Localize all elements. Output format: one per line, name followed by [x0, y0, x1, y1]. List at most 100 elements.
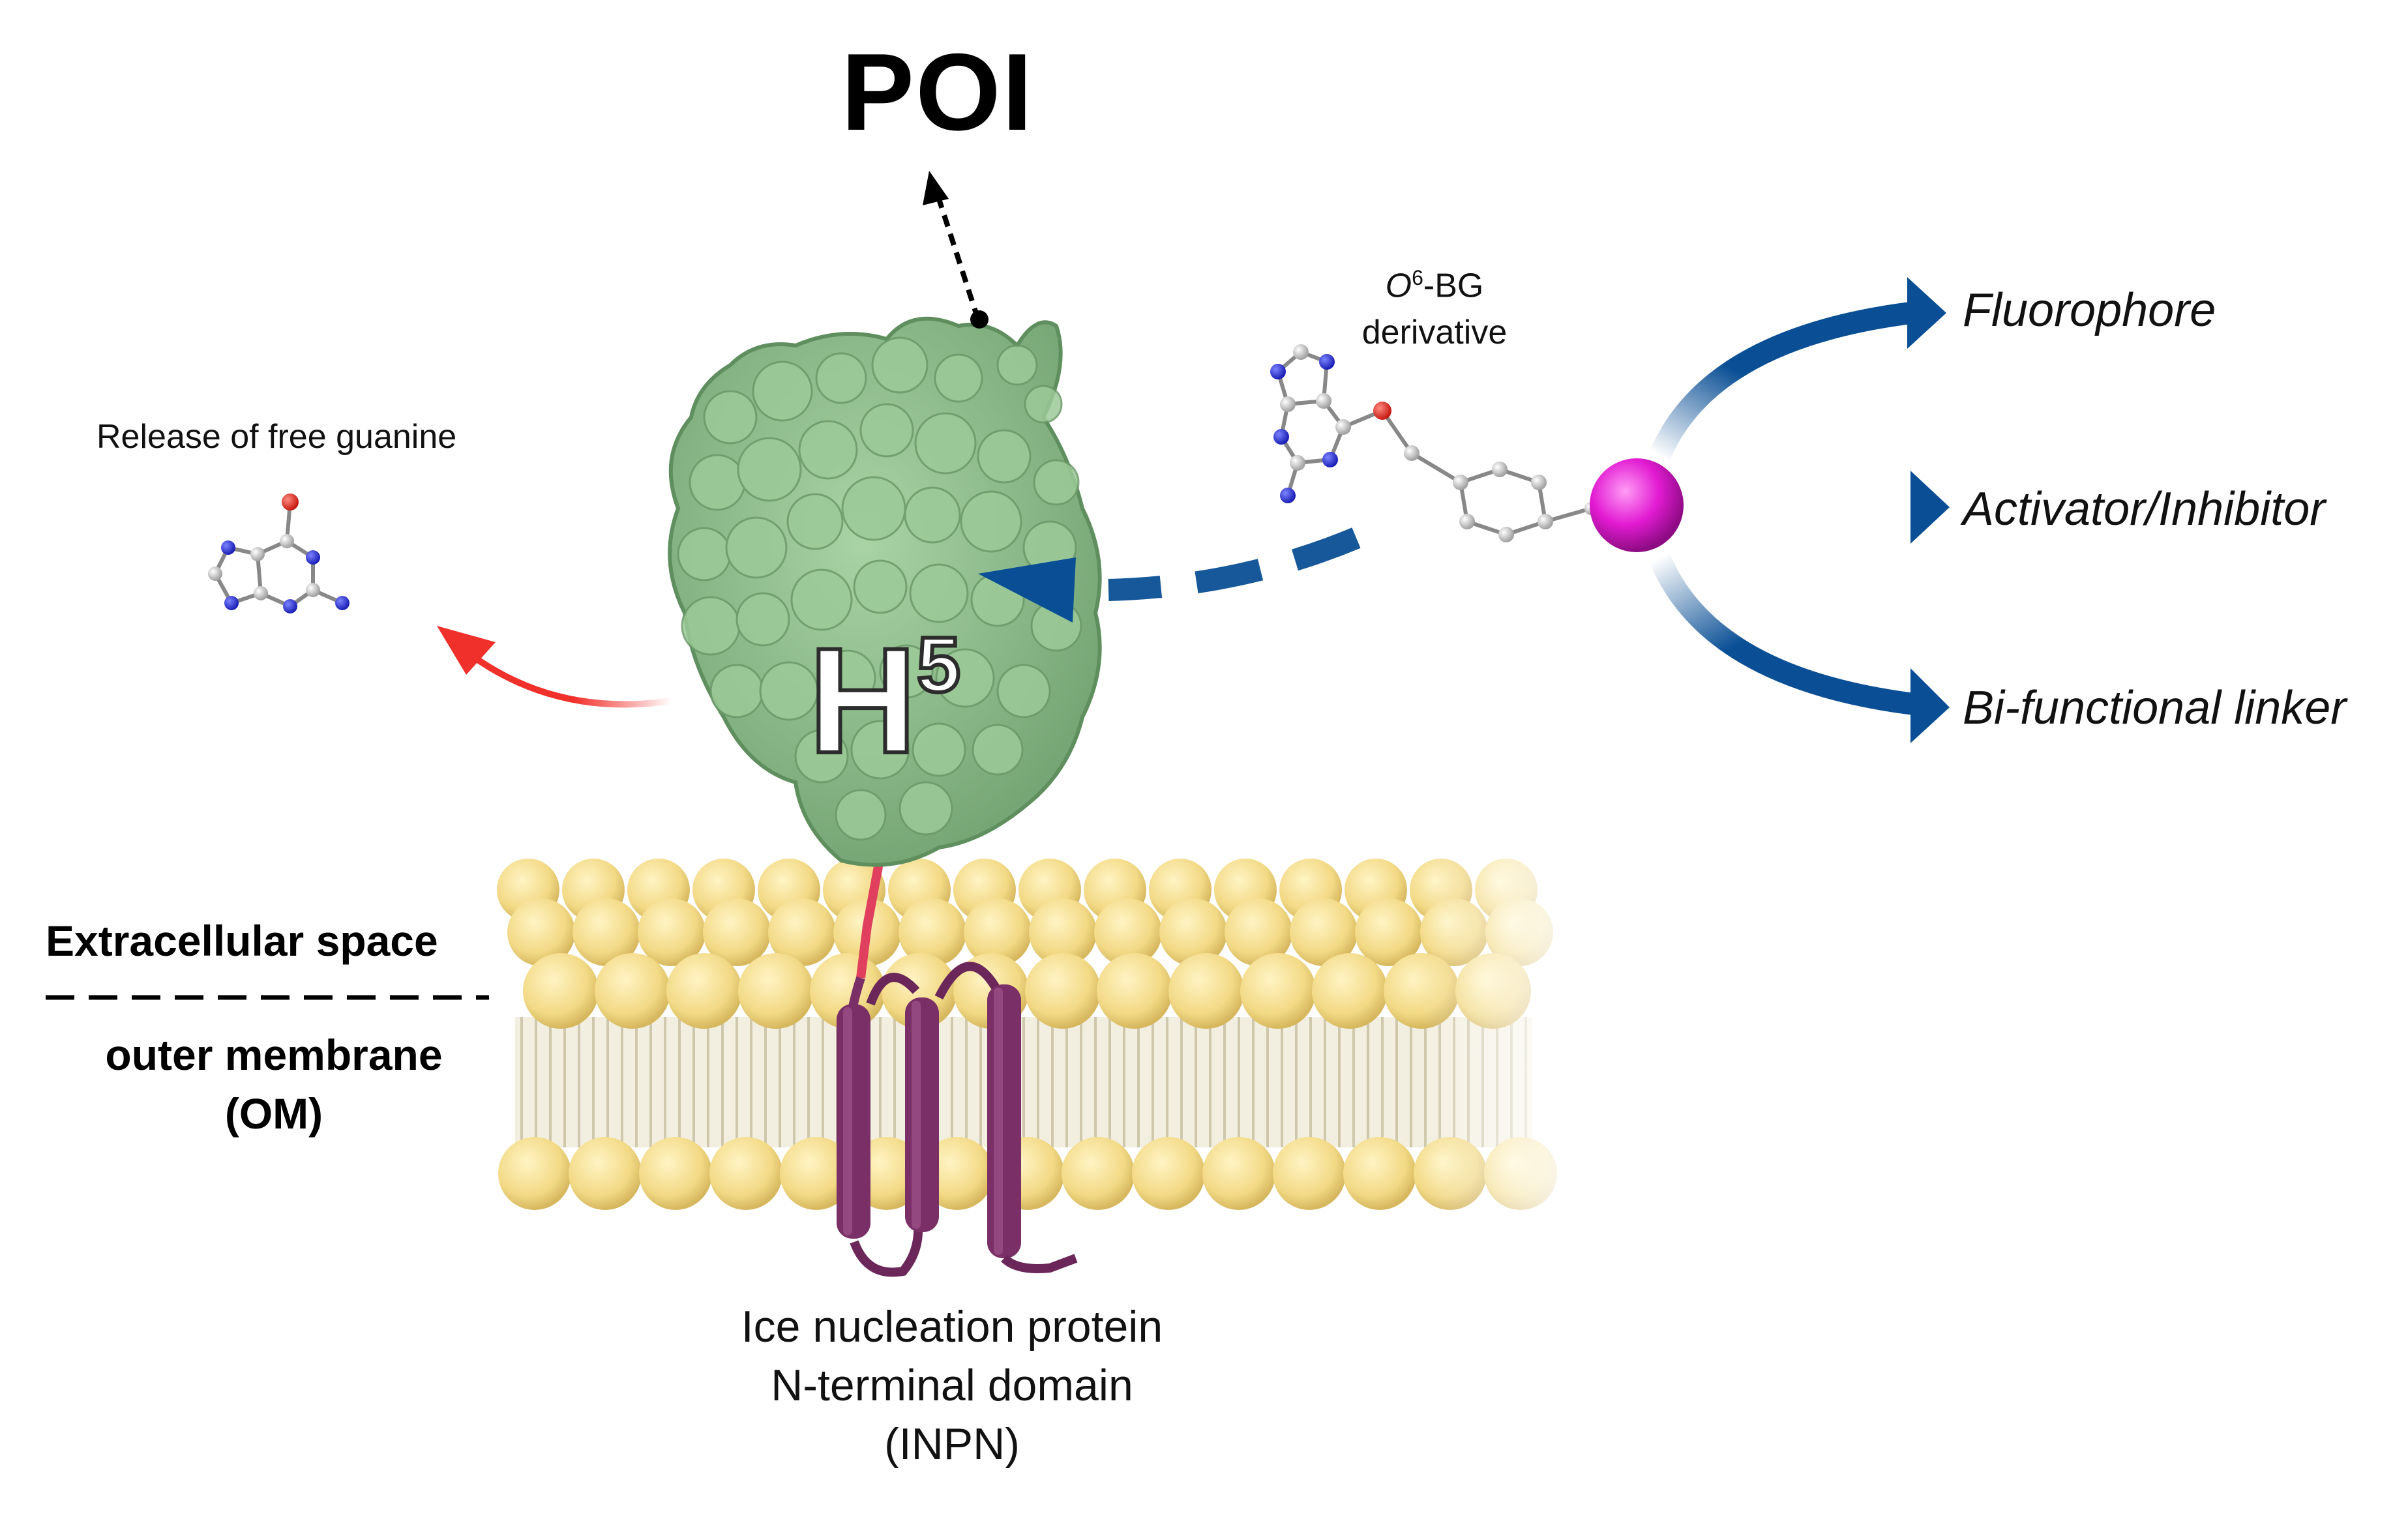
output-activator-inhibitor: Activator/Inhibitor: [1963, 483, 2326, 535]
o6-derivative-text: derivative: [1361, 314, 1508, 352]
release-arrow-head: [437, 626, 496, 675]
lipid-head: [780, 1137, 853, 1210]
h5-label: H5: [807, 624, 962, 778]
inpn-anchor: [837, 820, 1078, 1277]
lipid-head: [1273, 1137, 1346, 1210]
protein-surface-bump: [689, 454, 746, 511]
h5-letter: H: [807, 617, 919, 784]
outer-membrane-label: outer membrane: [105, 1031, 443, 1079]
protein-surface-bump: [960, 490, 1022, 553]
lipid-head: [572, 898, 640, 966]
lipid-head: [1094, 898, 1162, 966]
lipid-head: [638, 898, 706, 966]
lipid-bilayer: [497, 848, 1584, 1252]
protein-surface-bump: [752, 361, 813, 422]
lipid-head: [595, 953, 670, 1029]
protein-surface-bump: [904, 486, 961, 544]
lipid-head: [1062, 1137, 1135, 1210]
lipid-head: [1029, 898, 1097, 966]
protein-surface-bump: [736, 592, 790, 647]
o6-bg-molecule: [1270, 344, 1598, 542]
protein-surface-bump: [934, 353, 983, 403]
o6-suffix: -BG: [1423, 267, 1484, 305]
protein-surface-bump: [709, 664, 764, 718]
o6-bg-label: O6-BG derivative: [1330, 254, 1539, 356]
extracellular-space-label: Extracellular space: [46, 917, 438, 965]
lipid-head: [639, 1137, 712, 1210]
release-label: Release of free guanine: [97, 418, 457, 456]
poi-link-arrow: [923, 171, 988, 329]
protein-surface-bump: [794, 729, 849, 784]
lipid-head: [507, 898, 575, 966]
protein-surface-bump: [879, 644, 934, 699]
output-arrows: [1649, 277, 1950, 743]
protein-surface-bump: [871, 336, 929, 394]
protein-surface-bump: [914, 412, 977, 475]
o6-superscript: 6: [1412, 266, 1423, 289]
lipid-head: [1312, 953, 1388, 1029]
output-bifunctional-linker: Bi-functional linker: [1963, 682, 2347, 734]
lipid-head: [666, 953, 742, 1029]
lipid-head: [703, 898, 771, 966]
protein-surface-bump: [996, 664, 1051, 718]
protein-surface-bump: [935, 648, 995, 708]
protein-surface-bump: [850, 720, 910, 780]
protein-surface-bump: [853, 559, 908, 614]
guanine-molecule: [208, 494, 349, 613]
lipid-head: [523, 953, 599, 1029]
protein-surface-bump: [737, 437, 802, 502]
protein-surface-bump: [972, 724, 1024, 776]
protein-surface-bump: [681, 596, 741, 656]
lipid-head: [738, 953, 814, 1029]
lipid-head: [1343, 1137, 1416, 1210]
lipid-head: [899, 898, 966, 966]
lipid-head: [1132, 1137, 1205, 1210]
lipid-head: [1168, 953, 1244, 1029]
protein-surface-bump: [759, 661, 819, 721]
release-arrow: [474, 655, 672, 708]
lipid-head: [1159, 898, 1227, 966]
protein-surface-bump: [703, 390, 758, 445]
protein-surface-bump: [725, 516, 788, 579]
protein-surface-bump: [977, 429, 1032, 484]
inpn-line-3: (INPN): [884, 1419, 1020, 1469]
om-label: (OM): [224, 1089, 323, 1138]
lipid-head: [1225, 898, 1292, 966]
protein-surface-bump: [1033, 459, 1080, 506]
lipid-head: [768, 898, 836, 966]
protein-surface-bump: [790, 568, 853, 631]
lipid-head: [964, 898, 1032, 966]
lipid-head: [498, 1137, 571, 1210]
protein-surface-bump: [835, 789, 887, 841]
lipid-head: [1290, 898, 1358, 966]
protein-surface-bump: [677, 527, 732, 582]
lipid-head: [709, 1137, 782, 1210]
lipid-head: [1355, 898, 1423, 966]
protein-surface-bump: [996, 344, 1038, 386]
lipid-head: [1202, 1137, 1275, 1210]
protein-surface-bump: [841, 476, 906, 541]
substrate-binding-arrow: [978, 527, 1361, 623]
inpn-line-2: N-terminal domain: [771, 1361, 1133, 1410]
poi-title: POI: [841, 31, 1034, 153]
protein-surface-bump: [815, 352, 867, 404]
reactive-group-sphere: [1590, 458, 1684, 552]
h5-protein-surface: [668, 316, 1102, 867]
protein-surface-bump: [909, 563, 969, 623]
protein-surface-bump: [899, 781, 953, 836]
protein-surface-bump: [859, 403, 914, 458]
protein-surface-bump: [786, 493, 844, 550]
protein-surface-bump: [798, 420, 858, 480]
lipid-head: [569, 1137, 642, 1210]
h5-superscript: 5: [915, 621, 962, 709]
lipid-head: [1240, 953, 1316, 1029]
protein-surface-bump: [912, 722, 966, 777]
output-fluorophore: Fluorophore: [1963, 284, 2216, 336]
o6-prefix: O: [1385, 267, 1412, 305]
lipid-head: [1097, 953, 1172, 1029]
inpn-label: Ice nucleation protein N-terminal domain…: [691, 1297, 1213, 1473]
protein-surface-bump: [819, 649, 876, 707]
lipid-head: [1025, 953, 1101, 1029]
protein-surface-bump: [1024, 385, 1063, 424]
